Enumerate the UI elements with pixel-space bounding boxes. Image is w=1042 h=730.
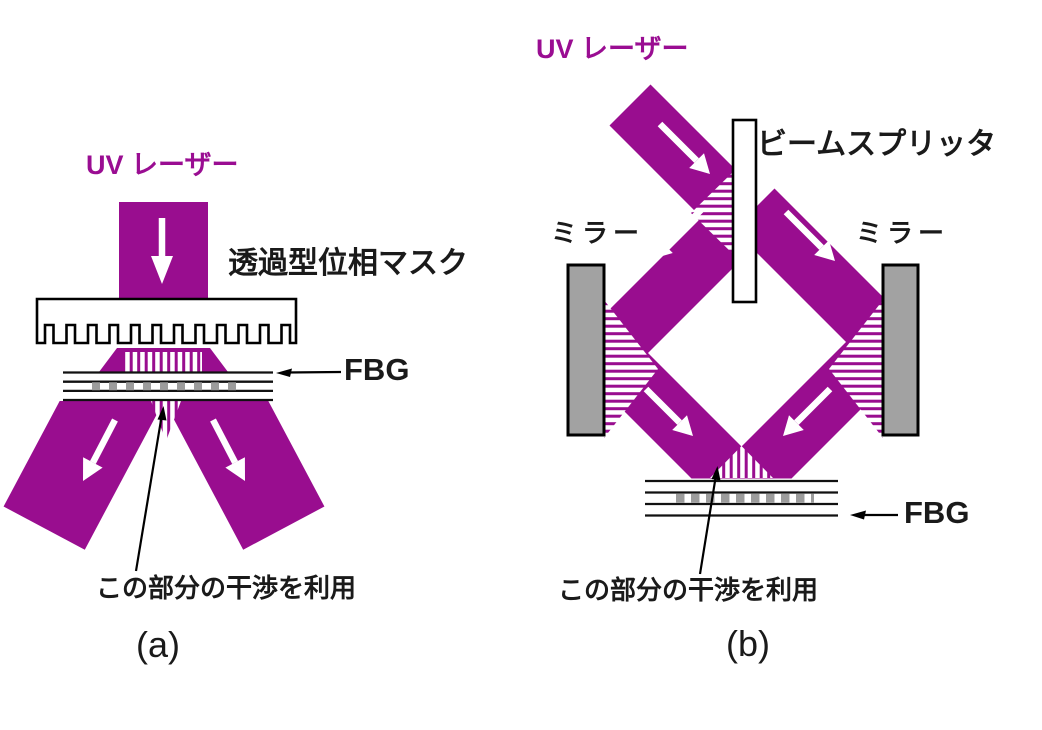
fringes-at-right-mirror — [829, 300, 883, 438]
beam-arrow-incoming-icon — [657, 121, 710, 174]
note-pointer-arrow-a — [134, 406, 167, 572]
fringes-at-splitter — [691, 172, 733, 254]
mirror-right-label: ミラー — [856, 218, 950, 248]
interference-note-a: この部分の干渉を利用 — [96, 573, 357, 603]
beam-splitter — [731, 118, 758, 304]
diffracted-beam-right — [163, 401, 325, 550]
beam-splitter-label: ビームスプリッタ — [757, 128, 997, 161]
beam-arrow-lower-right-icon — [783, 386, 833, 436]
uv-laser-label-a: UV レーザー — [86, 150, 239, 180]
panel-a — [3, 202, 342, 572]
diffracted-beams — [3, 401, 325, 550]
fringes-at-left-mirror — [604, 300, 658, 438]
mirror-left-label: ミラー — [551, 218, 645, 248]
beam-arrow-lower-left-icon — [643, 386, 693, 436]
diffracted-beam-left — [3, 401, 165, 550]
uv-laser-label-b: UV レーザー — [536, 34, 689, 64]
fbg-pointer-arrow-a — [276, 368, 342, 377]
optical-fiber-a — [63, 371, 273, 402]
interference-fringes-wedge — [151, 401, 181, 441]
panel-b — [566, 84, 920, 575]
beam-arrow-down-icon — [151, 218, 173, 284]
phase-mask-label: 透過型位相マスク — [228, 247, 468, 280]
interference-fringes-bottom — [710, 446, 773, 478]
caption-a: (a) — [136, 624, 180, 665]
beam-arrow-downright-icon — [210, 418, 245, 481]
mirror-right — [881, 263, 920, 437]
fbg-label-a: FBG — [344, 352, 410, 387]
beam-arrow-transmitted-icon — [783, 209, 835, 261]
interference-fringes-top — [125, 352, 202, 372]
phase-mask — [35, 297, 298, 345]
beam-arrow-downleft-icon — [83, 418, 118, 481]
interference-note-b: この部分の干渉を利用 — [558, 575, 819, 605]
note-pointer-arrow-b — [698, 466, 721, 575]
optical-fiber-b — [645, 479, 838, 517]
beam-arrow-reflected-icon — [652, 207, 704, 259]
mirror-left — [566, 263, 606, 437]
fbg-pointer-arrow-b — [850, 510, 898, 520]
caption-b: (b) — [726, 623, 770, 664]
fbg-label-b: FBG — [904, 495, 970, 530]
